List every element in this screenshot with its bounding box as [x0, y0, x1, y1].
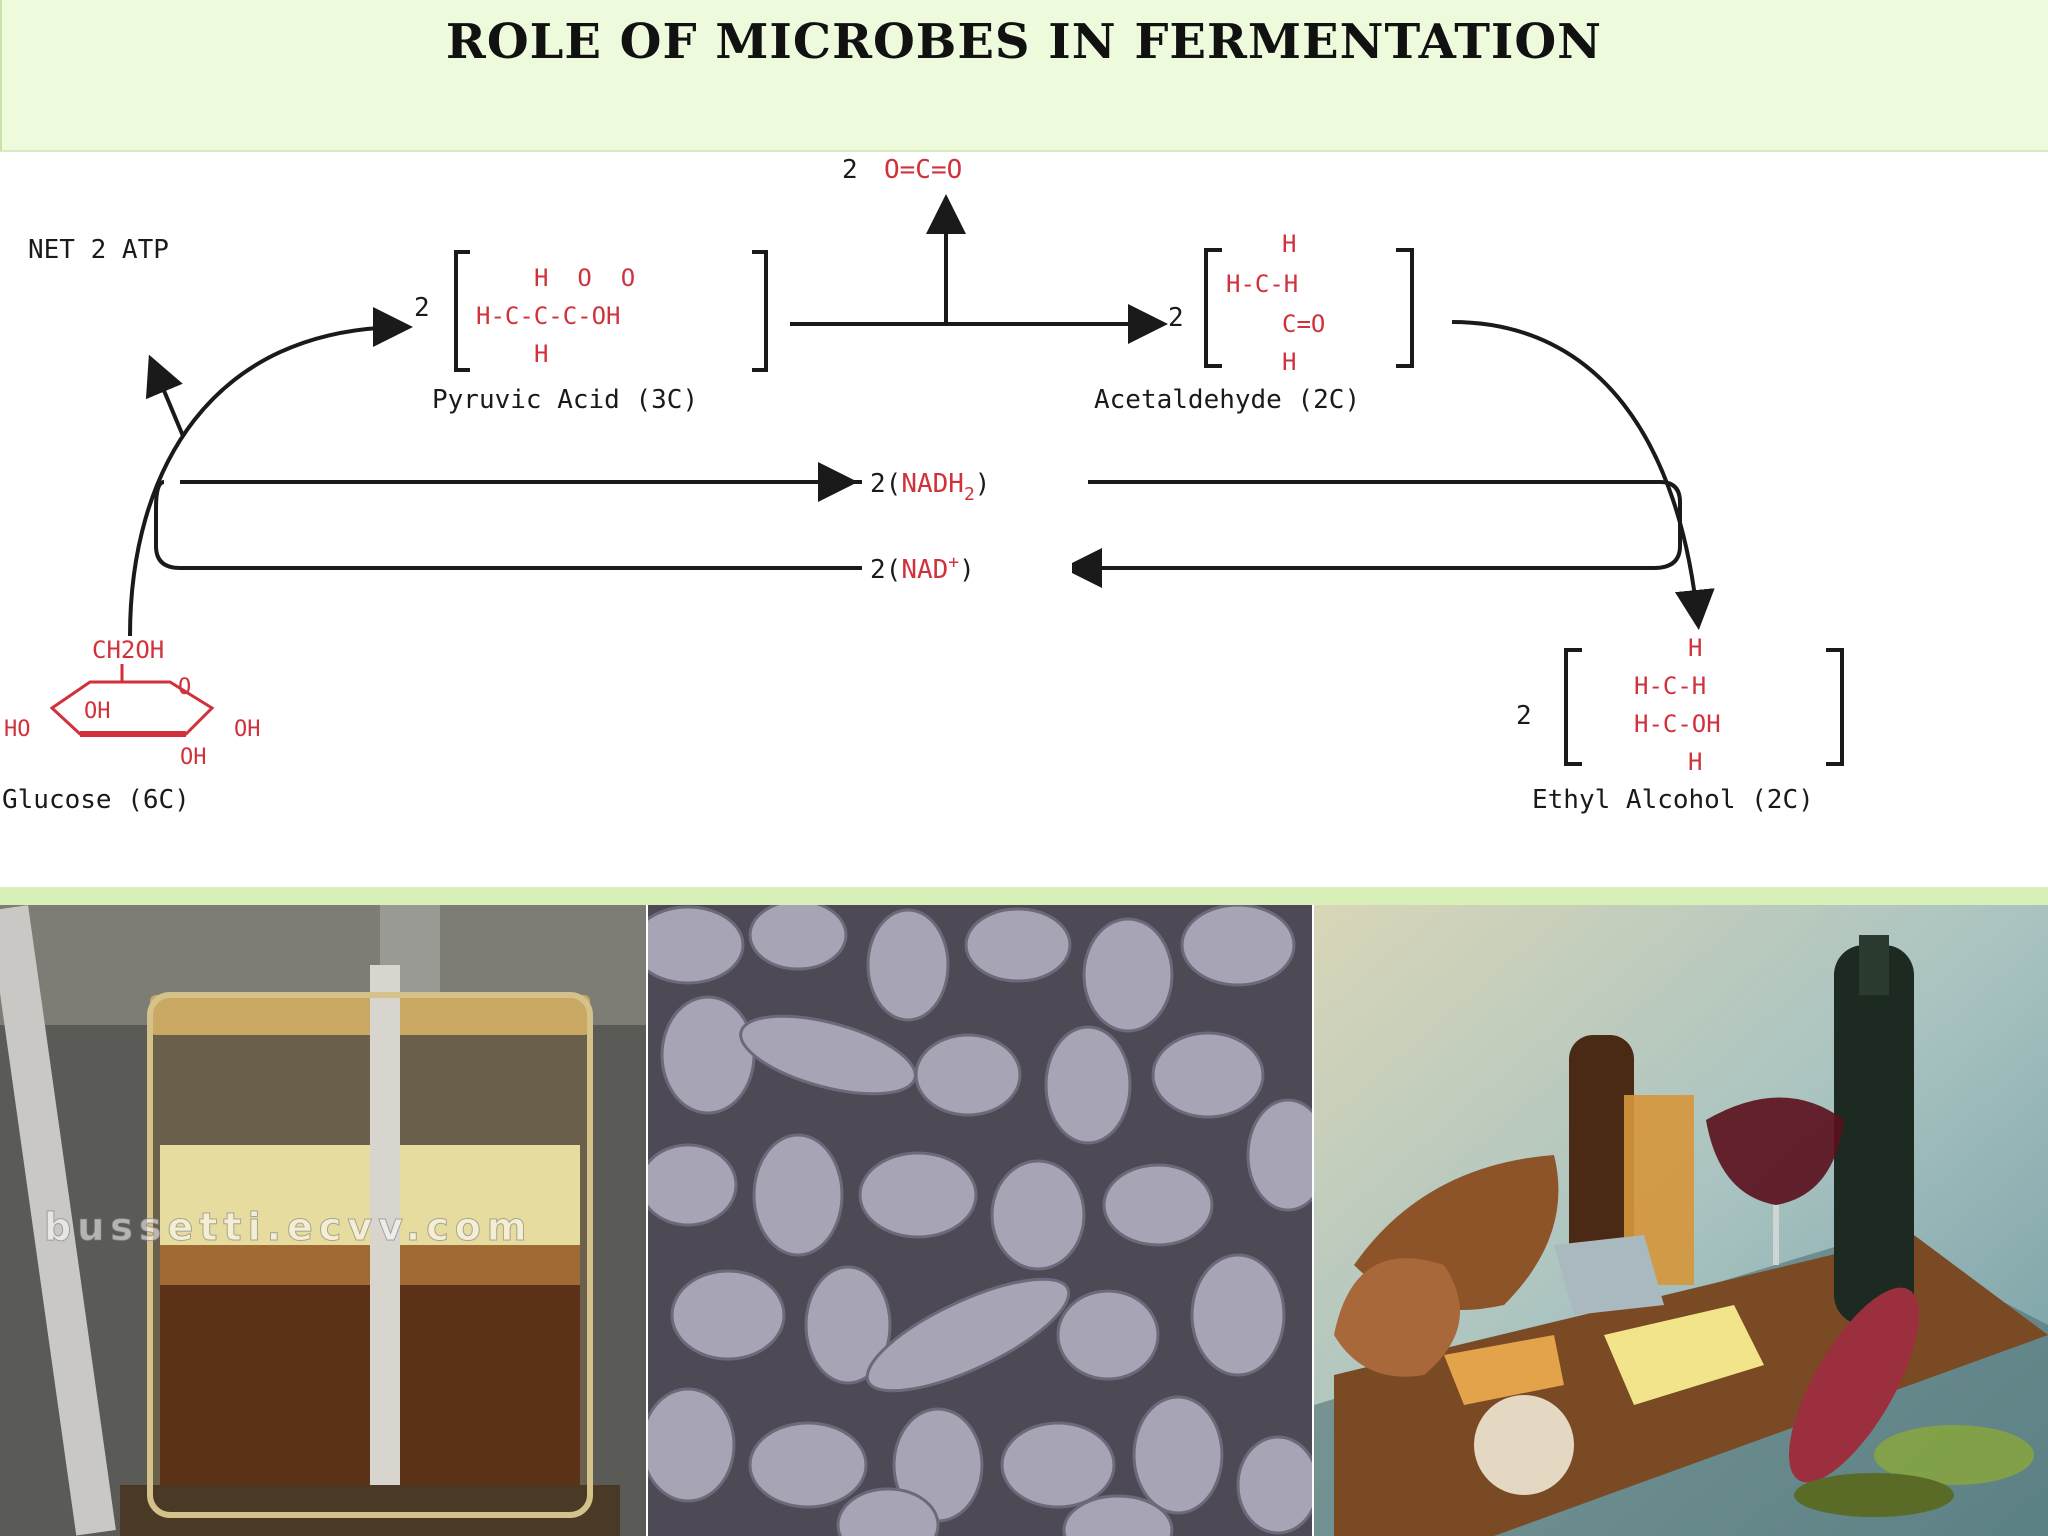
glucose-ch2oh: CH2OH [92, 636, 164, 664]
nad-label: 2(NAD+) [870, 552, 975, 585]
pyruvic-label: Pyruvic Acid (3C) [432, 385, 698, 415]
pyruvic-main-row: H-C-C-C-OH [476, 302, 621, 330]
ethanol-bracket-left [1564, 648, 1582, 766]
ethanol-coefficient: 2 [1516, 701, 1532, 731]
nadh-label: 2(NADH2) [870, 469, 990, 505]
acetaldehyde-label: Acetaldehyde (2C) [1094, 385, 1360, 415]
ethanol-row-2: H-C-H [1634, 672, 1706, 700]
fermenter-watermark: bussetti.ecvv.com [43, 1205, 533, 1250]
acetaldehyde-coefficient: 2 [1168, 303, 1184, 333]
atp-arrow [145, 354, 185, 437]
pyruvic-coefficient: 2 [414, 293, 430, 323]
fermenter-photo: bussetti.ecvv.com [0, 905, 646, 1536]
co2-coefficient: 2 [842, 155, 858, 185]
acetaldehyde-row-2: H-C-H [1226, 270, 1298, 298]
ethanol-label: Ethyl Alcohol (2C) [1532, 785, 1814, 815]
glucose-ring-oxygen: O [178, 675, 191, 700]
glucose-oh-3: OH [180, 745, 207, 770]
pyruvic-bracket-left [454, 250, 470, 372]
title-band [0, 0, 2048, 152]
acetaldehyde-bracket-left [1204, 248, 1222, 368]
net-atp-label: NET 2 ATP [28, 235, 169, 265]
ethanol-row-3: H-C-OH [1634, 710, 1721, 738]
glucose-label: Glucose (6C) [2, 785, 190, 815]
acetaldehyde-to-ethanol-arrow [1451, 320, 1715, 630]
fermented-foods-graphic [1314, 905, 2048, 1536]
nad-loop [154, 480, 1682, 570]
fermentation-diagram: 2 O=C=O NET 2 ATP 2 H O O H-C-C-C-OH H P… [2, 155, 1844, 815]
acetaldehyde-row-4: H [1282, 348, 1296, 376]
glucose-ho: HO [4, 717, 31, 742]
glucose-to-pyruvate-arrow [128, 307, 413, 637]
pyruvic-top-row: H O O [534, 264, 635, 292]
photo-strip: bussetti.ecvv.com [0, 905, 2048, 1536]
yeast-cells-graphic [648, 905, 1312, 1536]
yeast-photo [648, 905, 1312, 1536]
ethanol-bracket-right [1826, 648, 1844, 766]
glucose-oh-1: OH [84, 699, 111, 724]
ethanol-row-4: H [1688, 748, 1702, 776]
photo-strip-border [0, 887, 2048, 905]
ethanol-row-1: H [1688, 634, 1702, 662]
co2-formula: O=C=O [884, 155, 962, 185]
fermented-foods-photo [1314, 905, 2048, 1536]
pyruvic-bracket-right [752, 250, 768, 372]
acetaldehyde-row-3: C=O [1282, 310, 1325, 338]
page-title: ROLE OF MICROBES IN FERMENTATION [445, 14, 1603, 70]
acetaldehyde-row-1: H [1282, 230, 1296, 258]
pyruvic-bottom-row: H [534, 340, 548, 368]
acetaldehyde-bracket-right [1396, 248, 1414, 368]
glucose-oh-2: OH [234, 717, 261, 742]
